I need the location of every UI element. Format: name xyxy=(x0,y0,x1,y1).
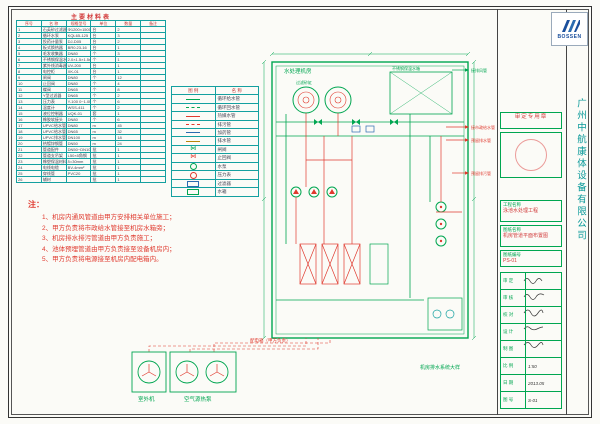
filter-tank-symbols xyxy=(292,86,352,114)
legend-symbol-icon: ⋈ xyxy=(190,154,197,161)
pump-symbols xyxy=(290,186,338,198)
sheet-number-value: PS-01 xyxy=(503,258,517,264)
notes-list: 1、机房内通风管道由甲方安排相关单位施工； 2、甲方负责将市政给水管接至机房水箱旁… xyxy=(42,213,266,266)
signature-row: 审 定 xyxy=(500,272,562,290)
stamp-box xyxy=(500,132,562,178)
sheet-name-value: 机房管道平面布置图 xyxy=(503,233,549,239)
signature-row: 制 图 xyxy=(500,340,562,358)
cabinet-symbols xyxy=(299,243,389,285)
legend-symbol-icon xyxy=(186,132,201,134)
heat-pump-label: 空气源热泵 xyxy=(184,395,212,403)
legend-row: 循环给水管 xyxy=(171,94,259,104)
sheet-outer-border xyxy=(8,6,592,418)
legend-table: 图 例名 称 循环给水管循环回水管热媒水管排污管加药管排水管⋈闸阀⋈止回阀水泵压… xyxy=(171,85,259,197)
legend-header-cell: 名 称 xyxy=(214,85,259,96)
signature-row: 设 计 xyxy=(500,323,562,341)
legend-symbol-icon xyxy=(186,115,201,117)
power-box-label: 配电箱（甲方负责） xyxy=(250,337,291,344)
legend-symbol-icon xyxy=(186,107,201,109)
notes-title: 注： xyxy=(28,200,44,209)
legend-row: 排水管 xyxy=(171,136,259,146)
note-item: 4、池体预埋管道由甲方负责接至设备机房内； xyxy=(42,245,176,253)
machine-room-outline xyxy=(271,61,469,339)
outdoor-unit-label: 室外机 xyxy=(138,395,155,403)
outdoor-unit-symbols xyxy=(131,351,237,393)
heat-pump-connection-lines xyxy=(148,338,331,352)
right-label-vent: 接排风管 xyxy=(471,67,487,73)
company-logo: BOSSEN xyxy=(551,12,588,46)
logo-text: BOSSEN xyxy=(557,33,582,40)
approval-stamp-label: 审定专用章 xyxy=(500,112,562,129)
red-stamp-icon xyxy=(515,139,547,171)
right-label-supply: 接市政给水管 xyxy=(471,124,495,130)
legend-symbol-icon xyxy=(186,123,201,125)
note-item: 5、甲方负责将电源接至机房内配电箱内。 xyxy=(42,256,163,263)
project-name-value: 泳池水处理工程 xyxy=(503,208,539,214)
legend-symbol-icon xyxy=(189,171,197,179)
note-item: 1、机房内通风管道由甲方安排相关单位施工； xyxy=(42,214,176,221)
sheet-name-field: 图纸名称 机房管道平面布置图 xyxy=(500,225,562,247)
project-name-label: 工程名称 xyxy=(503,202,521,207)
legend-symbol-icon xyxy=(187,180,200,187)
instrument-symbols xyxy=(351,125,375,133)
approval-note: 审定专用章 xyxy=(514,114,548,120)
sheet-inner-border xyxy=(11,9,589,415)
filter-label: 过滤砂缸 xyxy=(296,79,312,85)
company-divider-line xyxy=(566,9,567,415)
right-label-sewage: 预留排污管 xyxy=(471,170,491,176)
legend-row: 水箱 xyxy=(171,187,259,197)
project-name-field: 工程名称 泳池水处理工程 xyxy=(500,200,562,222)
legend-symbol-icon xyxy=(189,163,197,170)
drain-detail-label: 机房排水系统大样 xyxy=(420,364,460,371)
legend-symbol-icon xyxy=(186,98,201,100)
dimension-lines xyxy=(261,51,477,341)
note-item: 2、甲方负责将市政给水管接至机房水箱旁； xyxy=(42,224,170,232)
legend-symbol-icon: ⋈ xyxy=(190,145,197,152)
legend-row: 循环回水管 xyxy=(171,102,259,113)
tank-label: 不锈钢保温水箱 xyxy=(392,65,420,71)
company-name: 广州中航康体设备有限公司 xyxy=(575,98,586,242)
sheet-number-label: 图纸编号 xyxy=(503,252,521,257)
drain-detail-box xyxy=(427,297,463,331)
materials-table-title: 主要材料表 xyxy=(70,15,111,21)
green-pipes xyxy=(276,114,464,301)
construction-notes: 注： 1、机房内通风管道由甲方安排相关单位施工； 2、甲方负责将市政给水管接至机房… xyxy=(28,194,266,266)
right-pump-symbols xyxy=(435,201,447,247)
room-label: 水处理机房 xyxy=(284,67,312,75)
legend-symbol-icon xyxy=(186,140,201,142)
signature-row: 校 对 xyxy=(500,306,562,324)
right-label-drain: 预留排水管 xyxy=(471,137,491,143)
water-tank-symbol xyxy=(389,71,453,115)
signature-row: 审 核 xyxy=(500,289,562,307)
exterior-connection-arrows xyxy=(446,68,469,175)
logo-mark-icon xyxy=(561,19,580,32)
sheet-name-label: 图纸名称 xyxy=(503,227,521,232)
note-item: 3、机房排水排污管道由甲方负责施工； xyxy=(42,235,157,242)
legend-symbol-icon xyxy=(187,188,200,195)
titleblock-divider-line xyxy=(497,9,498,415)
sheet-number-field: 图纸编号 PS-01 xyxy=(500,250,562,267)
red-pipes xyxy=(295,113,462,244)
legend-header-row: 图 例名 称 xyxy=(171,85,259,96)
